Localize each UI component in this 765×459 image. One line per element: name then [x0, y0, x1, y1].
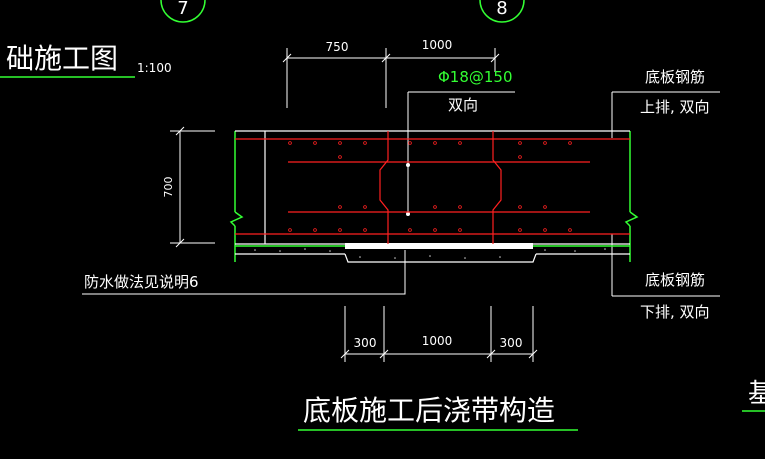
rebar-dots	[288, 141, 572, 232]
height-dimension	[170, 126, 215, 248]
waterproof-note: 防水做法见说明6	[84, 273, 199, 291]
stirrup-left	[379, 131, 389, 244]
stirrup-right	[492, 131, 502, 244]
next-drawing-glyph: 基	[748, 379, 765, 409]
rebar-spec-leader	[406, 91, 515, 216]
rebar-direction: 双向	[448, 96, 478, 114]
rebar-spec: Φ18@150	[438, 68, 513, 86]
waterproof-leader	[82, 250, 406, 295]
waterproof-strip	[345, 243, 533, 249]
top-rebar-detail: 上排, 双向	[640, 98, 710, 116]
scale-label: 1:100	[137, 61, 172, 75]
slab-outline	[229, 131, 639, 262]
grid-bubble-7-label: 7	[177, 0, 188, 19]
grid-bubble-8-label: 8	[496, 0, 507, 19]
section-title: 底板施工后浇带构造	[303, 394, 555, 427]
rebars	[235, 131, 630, 244]
grid-bubble-7: 7	[160, 0, 206, 23]
dim-top-750: 750	[326, 40, 349, 54]
dim-height-700: 700	[162, 177, 175, 198]
top-rebar-title: 底板钢筋	[645, 68, 705, 86]
drawing-title: 础施工图	[6, 42, 118, 75]
bottom-rebar-title: 底板钢筋	[645, 271, 705, 289]
bottom-rebar-detail: 下排, 双向	[640, 303, 710, 321]
dim-top-1000: 1000	[422, 38, 453, 52]
top-dimension	[282, 48, 500, 108]
concrete-speckles	[254, 248, 606, 259]
dim-bottom-300-right: 300	[500, 336, 523, 350]
dim-bottom-300-left: 300	[354, 336, 377, 350]
dim-bottom-1000: 1000	[422, 334, 453, 348]
bottom-dimension	[340, 306, 538, 362]
grid-bubble-8: 8	[479, 0, 525, 23]
concrete-faces	[235, 130, 630, 263]
